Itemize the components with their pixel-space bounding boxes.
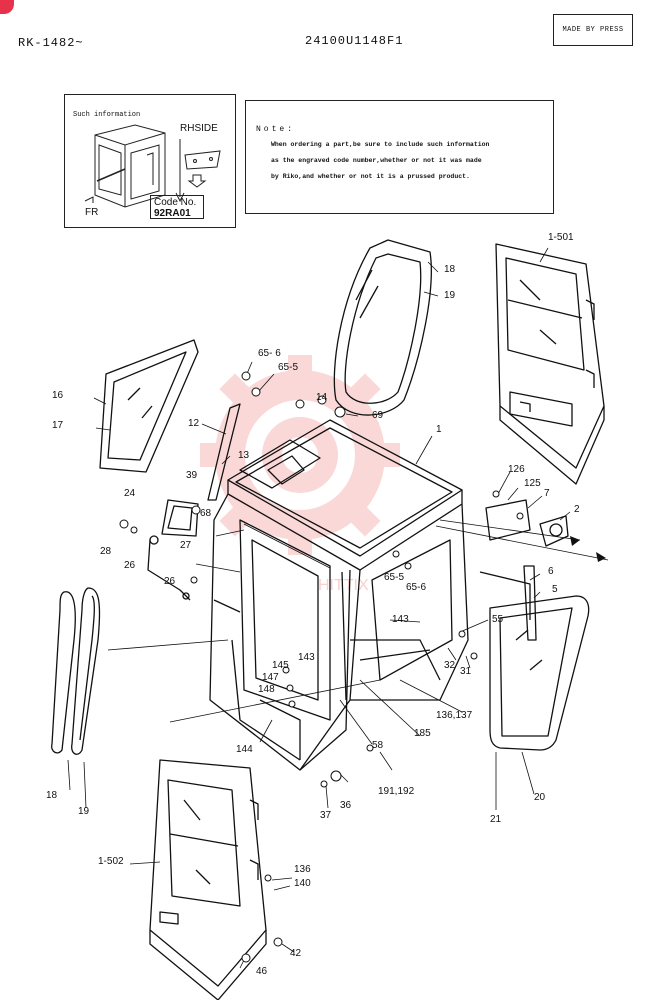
part-label-136: 136 <box>294 864 311 875</box>
part-label-28: 28 <box>100 546 112 557</box>
part-label-143-right: 143 <box>392 614 409 625</box>
model-number: RK-1482~ <box>18 36 84 50</box>
rh-side-label: RHSIDE <box>180 123 218 134</box>
part-label-46: 46 <box>256 966 268 977</box>
left-side-window <box>99 339 199 473</box>
note-box: Note: When ordering a part,be sure to in… <box>245 100 554 214</box>
note-line-2: as the engraved code number,whether or n… <box>271 157 482 164</box>
part-label-26-left: 26 <box>124 560 136 571</box>
part-label-65-6: 65- 6 <box>258 348 281 359</box>
part-label-17: 17 <box>52 420 64 431</box>
part-label-20: 20 <box>534 792 546 803</box>
code-number-value: 92RA01 <box>154 208 191 219</box>
part-label-26-lower: 26 <box>164 576 176 587</box>
part-label-16: 16 <box>52 390 64 401</box>
left-long-glass-18 <box>51 591 76 754</box>
drawing-number: 24100U1148F1 <box>305 34 404 48</box>
made-by-press-stamp: MADE BY PRESS <box>553 14 633 46</box>
part-label-18: 18 <box>444 264 456 275</box>
part-label-148: 148 <box>258 684 275 695</box>
part-label-32: 32 <box>444 660 456 671</box>
code-info-box: Such information RHSIDE FR Code No. 92RA… <box>64 94 236 228</box>
mirror <box>161 499 199 537</box>
part-label-7: 7 <box>544 488 550 499</box>
watermark-gear <box>200 355 400 555</box>
part-label-12: 12 <box>188 418 200 429</box>
left-door-502 <box>149 759 267 987</box>
part-label-125: 125 <box>524 478 541 489</box>
part-label-6: 6 <box>548 566 554 577</box>
part-label-65-6-mid: 65-6 <box>406 582 427 593</box>
part-label-39: 39 <box>186 470 198 481</box>
fr-label: FR <box>85 207 99 218</box>
cab-thumbnail-drawing <box>84 124 221 208</box>
corner-badge <box>0 0 14 14</box>
part-label-1-501: 1-501 <box>548 232 574 243</box>
note-line-3: by Riko,and whether or not it is a pruss… <box>271 173 470 180</box>
part-label-144: 144 <box>236 744 253 755</box>
part-label-36: 36 <box>340 800 352 811</box>
part-label-191-192: 191,192 <box>378 786 415 797</box>
part-label-68: 68 <box>200 508 212 519</box>
part-label-5: 5 <box>552 584 558 595</box>
part-label-136-137: 136,137 <box>436 710 473 721</box>
part-label-14: 14 <box>316 392 328 403</box>
code-number-label: Code No. <box>154 197 197 208</box>
part-label-69: 69 <box>372 410 384 421</box>
front-window-frame <box>239 519 331 721</box>
part-label-27: 27 <box>180 540 192 551</box>
right-lower-window <box>489 595 590 751</box>
note-title: Note: <box>256 125 296 134</box>
watermark-text: HITTIX <box>318 577 369 594</box>
left-long-glass-19 <box>71 587 101 755</box>
part-label-185: 185 <box>414 728 431 739</box>
part-label-143-left: 143 <box>298 652 315 663</box>
part-label-1: 1 <box>436 424 442 435</box>
part-label-145: 145 <box>272 660 289 671</box>
part-label-2: 2 <box>574 504 580 515</box>
roof-window-glass <box>333 239 432 416</box>
note-line-1: When ordering a part,be sure to include … <box>271 141 490 148</box>
part-label-1-502: 1-502 <box>98 856 124 867</box>
part-label-147: 147 <box>262 672 279 683</box>
part-label-140: 140 <box>294 878 311 889</box>
part-label-58: 58 <box>372 740 384 751</box>
right-door-501 <box>495 243 605 469</box>
part-label-37: 37 <box>320 810 332 821</box>
part-label-55: 55 <box>492 614 504 625</box>
part-label-18-bottom: 18 <box>46 790 58 801</box>
part-label-65-5-mid: 65-5 <box>384 572 405 583</box>
info-title: Such information <box>73 111 141 119</box>
part-label-31: 31 <box>460 666 472 677</box>
part-label-126: 126 <box>508 464 525 475</box>
part-label-42: 42 <box>290 948 302 959</box>
part-label-65-5: 65-5 <box>278 362 299 373</box>
part-label-19: 19 <box>444 290 456 301</box>
part-label-19-bottom: 19 <box>78 806 90 817</box>
part-label-24: 24 <box>124 488 136 499</box>
part-label-13: 13 <box>238 450 250 461</box>
part-label-21: 21 <box>490 814 502 825</box>
